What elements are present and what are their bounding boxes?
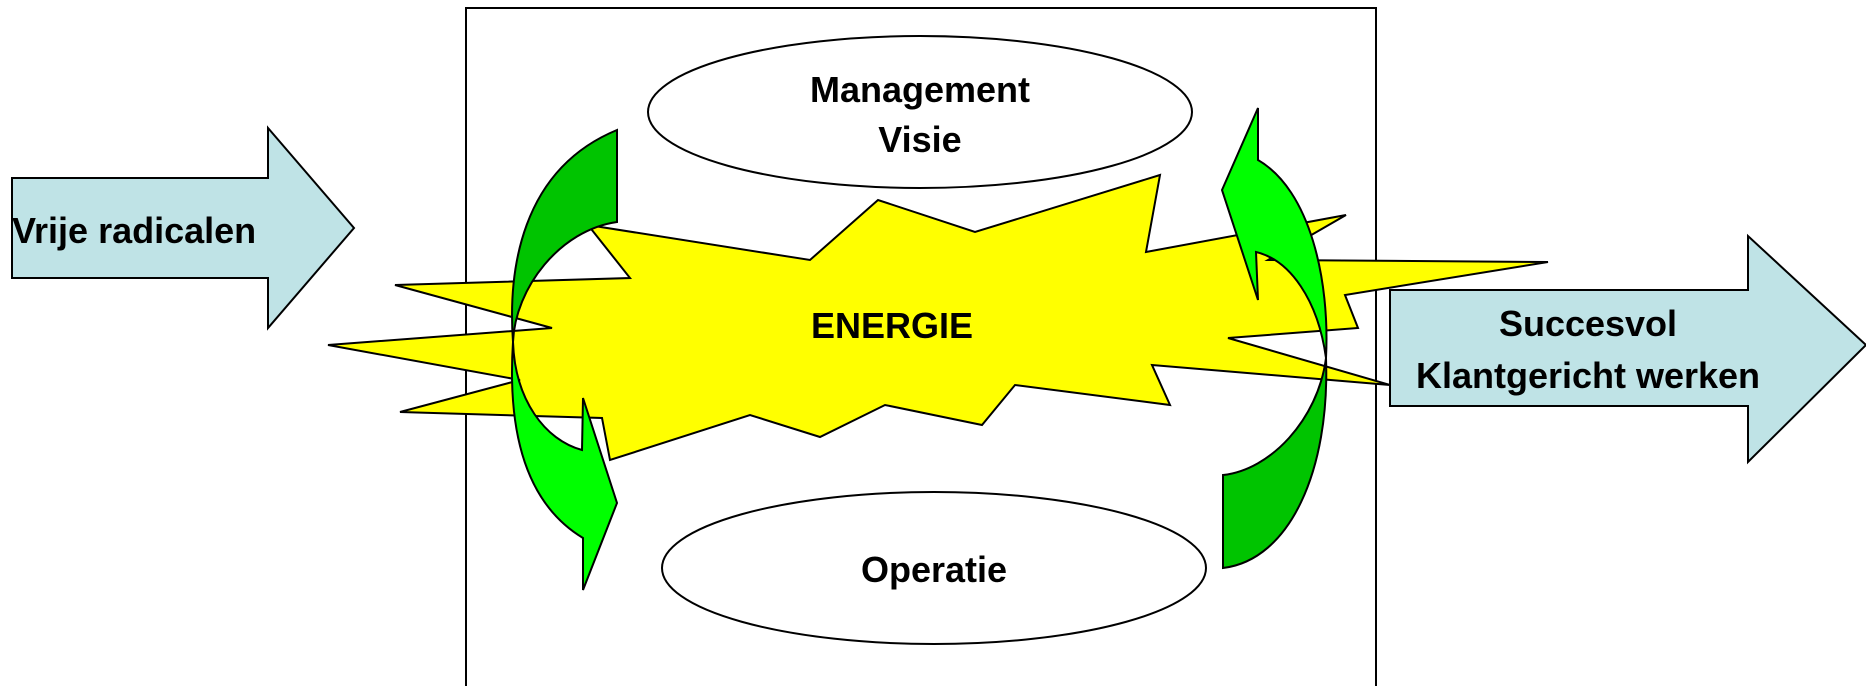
left-cycle-arrow-top <box>511 128 618 343</box>
input-arrow <box>11 125 356 331</box>
input-arrow-label: Vrije radicalen <box>12 210 256 251</box>
management-label-line2: Visie <box>878 119 961 160</box>
management-label-line1: Management <box>810 69 1030 110</box>
output-arrow-label-line2: Klantgericht werken <box>1416 355 1760 396</box>
operation-label: Operatie <box>861 549 1007 590</box>
operation-ellipse <box>661 491 1207 645</box>
left-cycle-arrow-bottom <box>510 341 619 591</box>
energy-label: ENERGIE <box>811 305 973 346</box>
management-ellipse <box>647 35 1193 189</box>
output-arrow-label-line1: Succesvol <box>1499 303 1677 344</box>
output-arrow <box>1389 233 1866 465</box>
right-cycle-arrow-top <box>1220 107 1328 359</box>
right-cycle-arrow-bottom <box>1222 357 1328 570</box>
